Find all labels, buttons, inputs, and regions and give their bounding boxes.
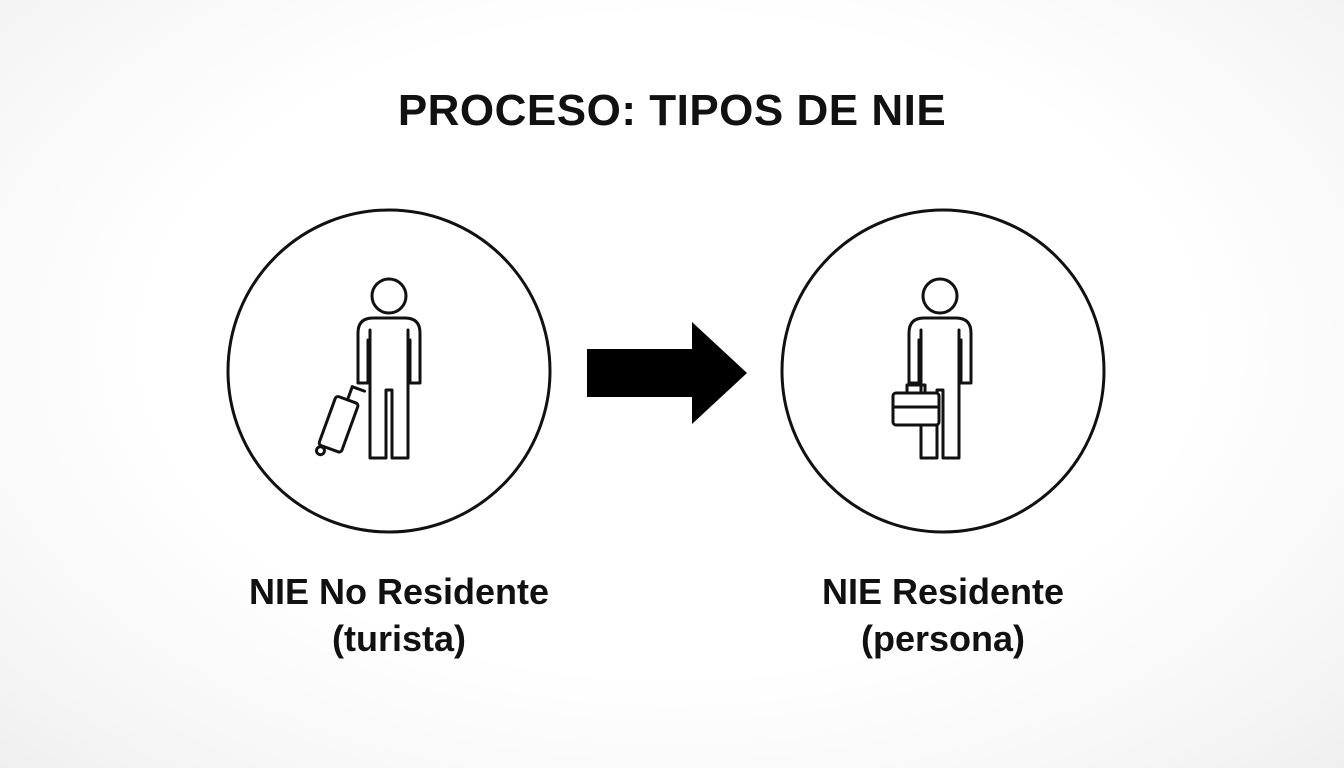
node-non-resident <box>226 208 552 534</box>
caption-non-resident: NIE No Residente (turista) <box>189 568 609 662</box>
node-resident <box>780 208 1106 534</box>
person-with-rolling-suitcase-icon <box>314 277 422 460</box>
caption-resident-line1: NIE Residente <box>821 571 1065 612</box>
caption-resident-line2: (persona) <box>860 618 1026 659</box>
right-arrow-icon <box>587 322 747 424</box>
caption-resident: NIE Residente (persona) <box>733 568 1153 662</box>
caption-non-resident-line1: NIE No Residente <box>248 571 550 612</box>
node-circle-non-resident <box>226 208 552 534</box>
page-title: PROCESO: TIPOS DE NIE <box>397 86 947 135</box>
node-circle-resident <box>780 208 1106 534</box>
caption-non-resident-line2: (turista) <box>332 618 466 659</box>
person-with-briefcase-icon <box>891 277 973 460</box>
